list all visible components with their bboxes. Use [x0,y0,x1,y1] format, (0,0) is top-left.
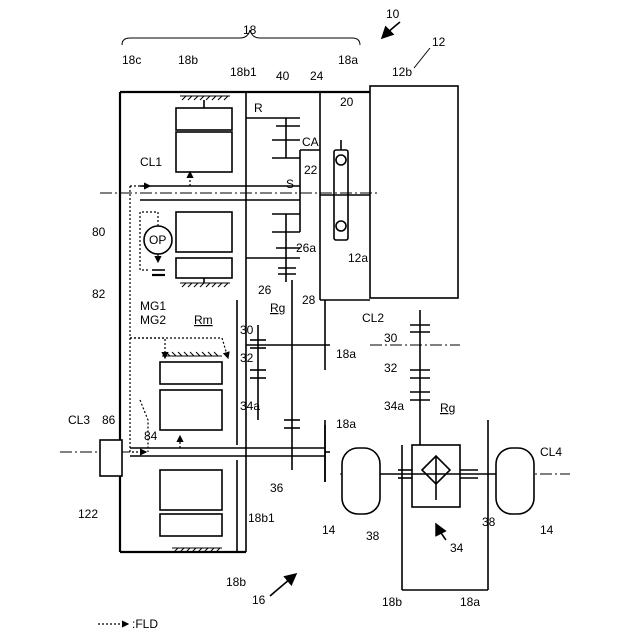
label-18b-top: 18b [178,53,198,67]
label-MG2: MG2 [140,313,166,327]
label-18b1-top: 18b1 [230,65,257,79]
label-18b-bottom: 18b [226,575,246,589]
label-16: 16 [252,593,266,607]
label-38-right: 38 [482,515,496,529]
label-OP: OP [149,233,166,247]
label-18a-top: 18a [338,53,358,67]
label-22: 22 [304,163,318,177]
label-R: R [254,101,263,115]
label-36: 36 [270,481,284,495]
label-18a-mid: 18a [336,347,356,361]
label-32-right: 32 [384,361,398,375]
label-84: 84 [144,429,158,443]
label-122: 122 [78,507,98,521]
label-18: 18 [243,23,257,37]
label-26a: 26a [296,241,316,255]
label-40: 40 [276,69,290,83]
damper-20 [320,140,370,240]
label-18a-bottom: 18a [460,595,480,609]
label-28: 28 [302,293,316,307]
label-18b-lower: 18b [382,595,402,609]
label-26: 26 [258,283,272,297]
motor-mg2 [160,352,222,552]
label-14-right: 14 [540,523,554,537]
counter-gear-left [246,280,330,470]
label-Rg-lower: Rg [440,401,455,415]
label-CL2: CL2 [362,311,384,325]
label-34: 34 [450,541,464,555]
label-CL1: CL1 [140,155,162,169]
label-10: 10 [386,7,400,21]
label-30-left: 30 [240,323,254,337]
brace-18 [122,30,360,45]
engine-12 [370,86,458,298]
label-34a-right: 34a [384,399,404,413]
label-80: 80 [92,225,106,239]
label-38-left: 38 [366,529,380,543]
label-12a: 12a [348,251,368,265]
label-12: 12 [432,35,446,49]
label-CA: CA [302,135,319,149]
label-14-left: 14 [322,523,336,537]
label-CL3: CL3 [68,413,90,427]
motor-mg1 [176,96,232,287]
wheel-left [342,448,380,514]
wheel-right [496,448,534,514]
label-18b1-bottom: 18b1 [248,511,275,525]
label-CL4: CL4 [540,445,562,459]
label-12b: 12b [392,65,412,79]
label-34a-left: 34a [240,399,260,413]
label-32-left: 32 [240,351,254,365]
label-24: 24 [310,69,324,83]
label-82: 82 [92,287,106,301]
legend-fld: :FLD [132,617,158,631]
label-S: S [286,177,294,191]
label-18a-center: 18a [336,417,356,431]
label-18c: 18c [122,53,141,67]
label-20: 20 [340,95,354,109]
label-Rm: Rm [194,313,213,327]
label-Rg-upper: Rg [270,301,285,315]
label-86: 86 [102,413,116,427]
label-MG1: MG1 [140,299,166,313]
label-30-right: 30 [384,331,398,345]
